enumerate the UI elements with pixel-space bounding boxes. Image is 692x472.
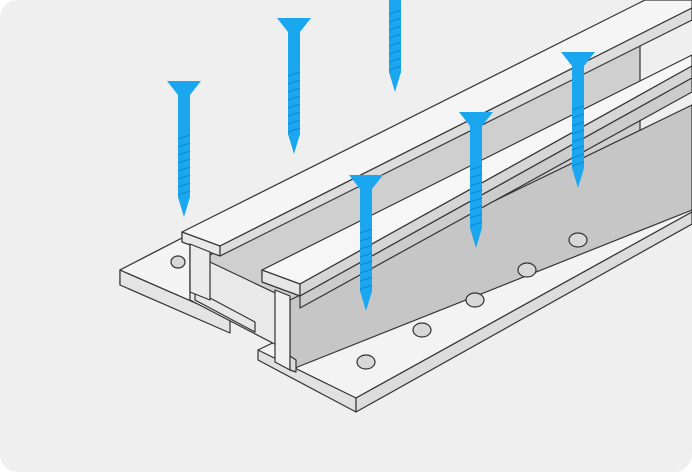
left-rail-stem bbox=[189, 243, 211, 301]
right-flange-side-edge bbox=[355, 211, 692, 413]
mounting-hole-icon bbox=[465, 292, 485, 308]
mounting-hole-icon bbox=[412, 322, 432, 338]
mounting-holes bbox=[170, 232, 588, 370]
channel-front-lip bbox=[289, 355, 297, 373]
mounting-hole-icon bbox=[170, 255, 186, 269]
mounting-hole-icon bbox=[568, 232, 588, 248]
right-rail-underside bbox=[299, 65, 692, 297]
channel-front-face bbox=[274, 289, 291, 371]
mounting-hole-icon bbox=[356, 354, 376, 370]
right-rail-groove bbox=[299, 77, 692, 309]
mounting-hole-icon bbox=[517, 262, 537, 278]
screw-threads bbox=[177, 9, 585, 290]
rail-profile bbox=[119, 0, 692, 413]
